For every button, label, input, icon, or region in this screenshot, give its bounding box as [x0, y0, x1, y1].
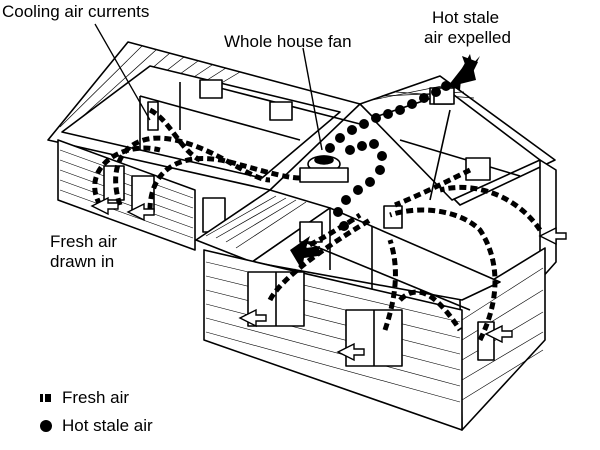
fresh-air-streams — [92, 107, 543, 342]
front-room-arrow — [290, 236, 320, 270]
hot-stale-air-label-line2: air expelled — [424, 28, 511, 47]
hot-air-symbol-icon — [38, 419, 62, 433]
legend: Fresh air Hot stale air — [38, 384, 153, 440]
hot-stale-air-dots — [325, 81, 451, 231]
left-wing-floor — [61, 65, 341, 179]
legend-fresh-air: Fresh air — [38, 384, 153, 412]
legend-hot-air: Hot stale air — [38, 412, 153, 440]
fresh-air-arrows — [90, 196, 567, 362]
whole-house-fan-label: Whole house fan — [224, 32, 352, 51]
cooling-leader-line — [94, 23, 151, 121]
hot-stale-air-label-line1: Hot stale — [432, 8, 500, 27]
cooling-air-currents-label: Cooling air currents — [2, 2, 150, 21]
fresh-air-label-line2: drawn in — [50, 252, 115, 271]
legend-fresh-air-label: Fresh air — [62, 388, 130, 407]
left-wing-front-wall — [57, 139, 196, 251]
hot-air-arrow-head — [462, 56, 478, 78]
fresh-air-label-line1: Fresh air — [50, 232, 118, 251]
legend-hot-air-label: Hot stale air — [62, 416, 153, 435]
fresh-air-symbol-icon — [38, 391, 62, 405]
